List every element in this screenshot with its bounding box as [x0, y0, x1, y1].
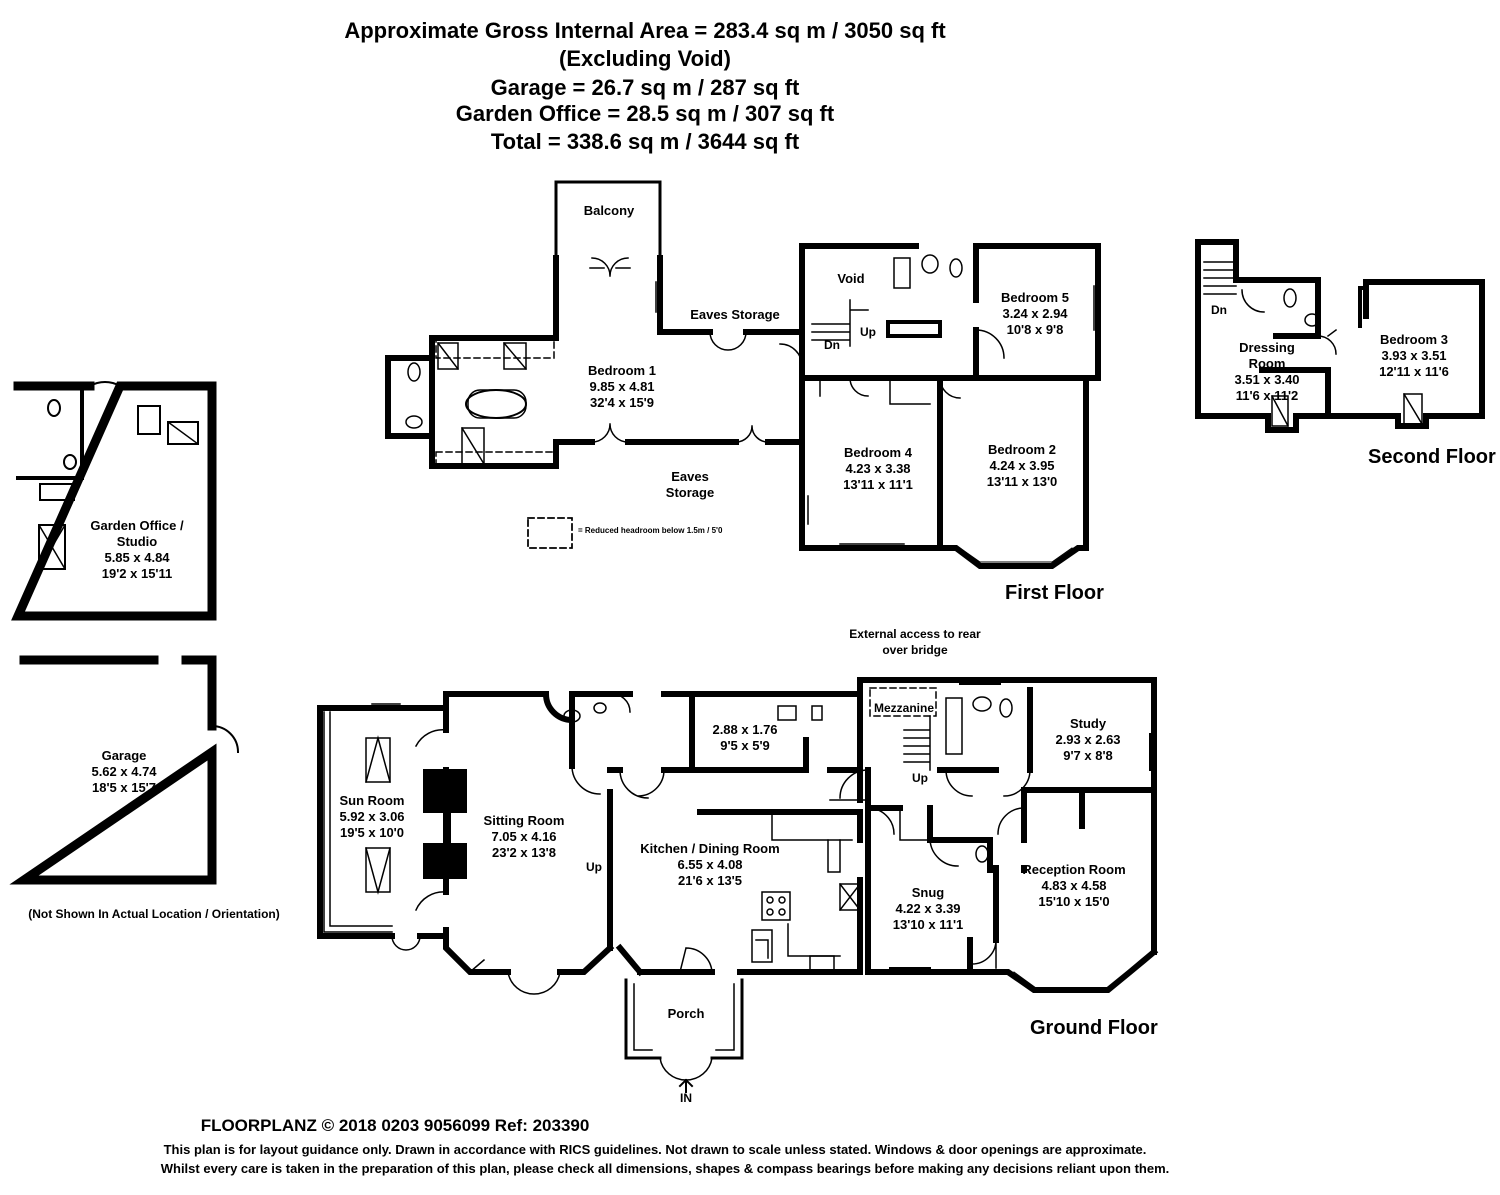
- room-bedroom5-name: Bedroom 5: [1001, 290, 1069, 305]
- room-bedroom1-name: Bedroom 1: [588, 363, 656, 378]
- area-summary-line1: Approximate Gross Internal Area = 283.4 …: [344, 18, 946, 43]
- room-snug: Snug 4.22 x 3.39 13'10 x 11'1: [878, 885, 978, 933]
- garden-office-walls: [11, 381, 217, 621]
- room-dressing-room-imperial: 11'6 x 11'2: [1235, 388, 1299, 403]
- room-snug-name: Snug: [911, 885, 945, 900]
- stair-marker-up-ground: Up: [912, 771, 928, 785]
- room-eaves-storage-top: Eaves Storage: [690, 307, 780, 322]
- note-external-access-line1: External access to rear: [849, 627, 981, 641]
- room-garage: Garage 5.62 x 4.74 18'5 x 15'7: [74, 748, 174, 796]
- room-porch: Porch: [667, 1006, 705, 1021]
- area-summary-line5: Total = 338.6 sq m / 3644 sq ft: [490, 129, 800, 154]
- note-external-access: External access to rear over bridge: [830, 626, 1000, 658]
- first-floor-walls: [385, 180, 1101, 569]
- room-bedroom3-metric: 3.93 x 3.51: [1381, 348, 1447, 363]
- room-eaves-storage-bottom-2: Storage: [665, 485, 715, 500]
- room-bedroom4-imperial: 13'11 x 11'1: [843, 477, 913, 492]
- room-sitting-room-metric: 7.05 x 4.16: [491, 829, 557, 844]
- note-reduced-headroom: = Reduced headroom below 1.5m / 5'0: [578, 526, 723, 535]
- room-garden-office-name2: Studio: [116, 534, 158, 549]
- room-study-name: Study: [1069, 716, 1107, 731]
- room-bedroom2-imperial: 13'11 x 13'0: [986, 474, 1058, 489]
- second-floor-walls: [1195, 239, 1485, 433]
- area-summary-line3: Garage = 26.7 sq m / 287 sq ft: [490, 75, 800, 100]
- room-sun-room-imperial: 19'5 x 10'0: [339, 825, 405, 840]
- room-sun-room: Sun Room 5.92 x 3.06 19'5 x 10'0: [322, 793, 422, 841]
- room-snug-metric: 4.22 x 3.39: [895, 901, 961, 916]
- room-kitchen-metric: 6.55 x 4.08: [677, 857, 743, 872]
- area-summary-line4: Garden Office = 28.5 sq m / 307 sq ft: [455, 101, 835, 126]
- room-sitting-room-imperial: 23'2 x 13'8: [491, 845, 557, 860]
- room-bedroom5-metric: 3.24 x 2.94: [1002, 306, 1068, 321]
- room-garage-metric: 5.62 x 4.74: [91, 764, 157, 779]
- floor-label-ground: Ground Floor: [1030, 1017, 1158, 1039]
- ground-floor-walls: [317, 677, 1159, 1060]
- room-sun-room-name: Sun Room: [339, 793, 405, 808]
- room-bedroom2-name: Bedroom 2: [988, 442, 1056, 457]
- room-reception: Reception Room 4.83 x 4.58 15'10 x 15'0: [1014, 862, 1134, 910]
- room-bedroom3: Bedroom 3 3.93 x 3.51 12'11 x 11'6: [1366, 332, 1462, 380]
- floor-label-first: First Floor: [1005, 582, 1104, 604]
- room-dressing-room: Dressing Room 3.51 x 3.40 11'6 x 11'2: [1226, 340, 1308, 404]
- room-dressing-room-metric: 3.51 x 3.40: [1234, 372, 1300, 387]
- stair-marker-dn-second: Dn: [1211, 303, 1227, 317]
- stair-marker-up-first: Up: [860, 325, 876, 339]
- room-sitting-room: Sitting Room 7.05 x 4.16 23'2 x 13'8: [474, 813, 574, 861]
- room-utility-imperial: 9'5 x 5'9: [720, 738, 770, 753]
- room-kitchen-name: Kitchen / Dining Room: [640, 841, 780, 856]
- area-summary-line2: (Excluding Void): [559, 46, 731, 71]
- room-garden-office-metric: 5.85 x 4.84: [104, 550, 170, 565]
- room-dressing-room-name1: Dressing: [1239, 340, 1295, 355]
- footer-disclaimer-line2: Whilst every care is taken in the prepar…: [160, 1161, 1170, 1176]
- footer-disclaimer-line1: This plan is for layout guidance only. D…: [163, 1142, 1147, 1157]
- stair-marker-dn-first: Dn: [824, 338, 840, 352]
- room-sun-room-metric: 5.92 x 3.06: [339, 809, 405, 824]
- room-kitchen: Kitchen / Dining Room 6.55 x 4.08 21'6 x…: [630, 841, 790, 889]
- room-garage-name: Garage: [101, 748, 147, 763]
- room-bedroom1-metric: 9.85 x 4.81: [589, 379, 655, 394]
- room-balcony: Balcony: [583, 203, 635, 218]
- room-garden-office: Garden Office / Studio 5.85 x 4.84 19'2 …: [84, 518, 190, 582]
- footer-brand: FLOORPLANZ © 2018 0203 9056099 Ref: 2033…: [200, 1116, 590, 1135]
- room-garden-office-name1: Garden Office /: [90, 518, 184, 533]
- room-void: Void: [837, 271, 865, 286]
- room-study-metric: 2.93 x 2.63: [1055, 732, 1121, 747]
- note-not-shown-location: (Not Shown In Actual Location / Orientat…: [28, 907, 280, 921]
- room-eaves-storage-bottom-1: Eaves: [671, 469, 709, 484]
- room-snug-imperial: 13'10 x 11'1: [892, 917, 964, 932]
- room-reception-imperial: 15'10 x 15'0: [1038, 894, 1110, 909]
- room-bedroom2-metric: 4.24 x 3.95: [989, 458, 1055, 473]
- room-bedroom1-imperial: 32'4 x 15'9: [589, 395, 655, 410]
- room-bedroom4-metric: 4.23 x 3.38: [845, 461, 911, 476]
- room-utility: 2.88 x 1.76 9'5 x 5'9: [700, 722, 790, 754]
- room-bedroom5-imperial: 10'8 x 9'8: [1006, 322, 1064, 337]
- room-utility-metric: 2.88 x 1.76: [712, 722, 778, 737]
- room-eaves-storage-bottom: Eaves Storage: [650, 469, 730, 501]
- floor-label-second: Second Floor: [1368, 446, 1496, 468]
- room-bedroom4: Bedroom 4 4.23 x 3.38 13'11 x 11'1: [828, 445, 928, 493]
- room-garden-office-imperial: 19'2 x 15'11: [101, 566, 173, 581]
- room-kitchen-imperial: 21'6 x 13'5: [677, 873, 743, 888]
- room-reception-name: Reception Room: [1022, 862, 1126, 877]
- room-bedroom3-name: Bedroom 3: [1380, 332, 1448, 347]
- entrance-marker: IN: [680, 1091, 692, 1105]
- room-study: Study 2.93 x 2.63 9'7 x 8'8: [1040, 716, 1136, 764]
- note-external-access-line2: over bridge: [882, 643, 948, 657]
- room-bedroom3-imperial: 12'11 x 11'6: [1379, 364, 1449, 379]
- stair-marker-up-sitting: Up: [586, 860, 602, 874]
- room-bedroom1: Bedroom 1 9.85 x 4.81 32'4 x 15'9: [572, 363, 672, 411]
- room-bedroom5: Bedroom 5 3.24 x 2.94 10'8 x 9'8: [990, 290, 1080, 338]
- room-sitting-room-name: Sitting Room: [483, 813, 565, 828]
- room-study-imperial: 9'7 x 8'8: [1063, 748, 1113, 763]
- room-bedroom2: Bedroom 2 4.24 x 3.95 13'11 x 13'0: [972, 442, 1072, 490]
- room-bedroom4-name: Bedroom 4: [844, 445, 912, 460]
- room-garage-imperial: 18'5 x 15'7: [91, 780, 157, 795]
- room-dressing-room-name2: Room: [1248, 356, 1286, 371]
- room-reception-metric: 4.83 x 4.58: [1041, 878, 1107, 893]
- room-mezzanine: Mezzanine: [873, 701, 934, 715]
